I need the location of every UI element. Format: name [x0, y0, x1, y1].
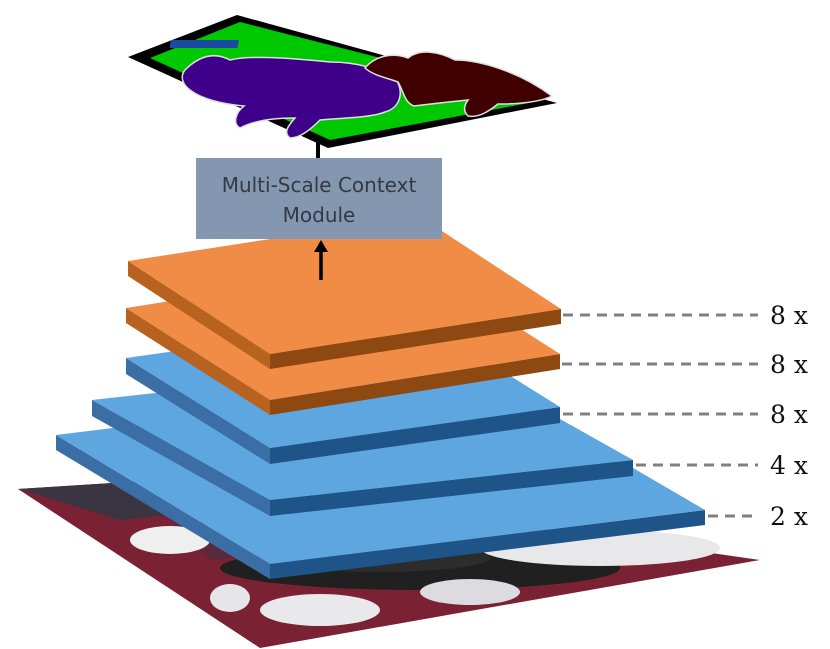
scale-leaders — [562, 313, 758, 518]
feature-layer-8x-a — [128, 216, 561, 369]
scale-label: 2 x — [770, 502, 808, 531]
scale-label: 4 x — [770, 451, 808, 480]
up-arrow-icon — [314, 240, 328, 280]
scale-label: 8 x — [770, 350, 808, 379]
module-label-line2: Module — [283, 203, 356, 227]
output-segmentation-map — [128, 15, 557, 148]
scale-label: 8 x — [770, 301, 808, 330]
scale-label: 8 x — [770, 400, 808, 429]
module-label-line1: Multi-Scale Context — [222, 173, 417, 197]
scale-labels: 8 x 8 x 8 x 4 x 2 x — [770, 301, 808, 531]
multi-scale-context-module: Multi-Scale Context Module — [196, 158, 442, 239]
